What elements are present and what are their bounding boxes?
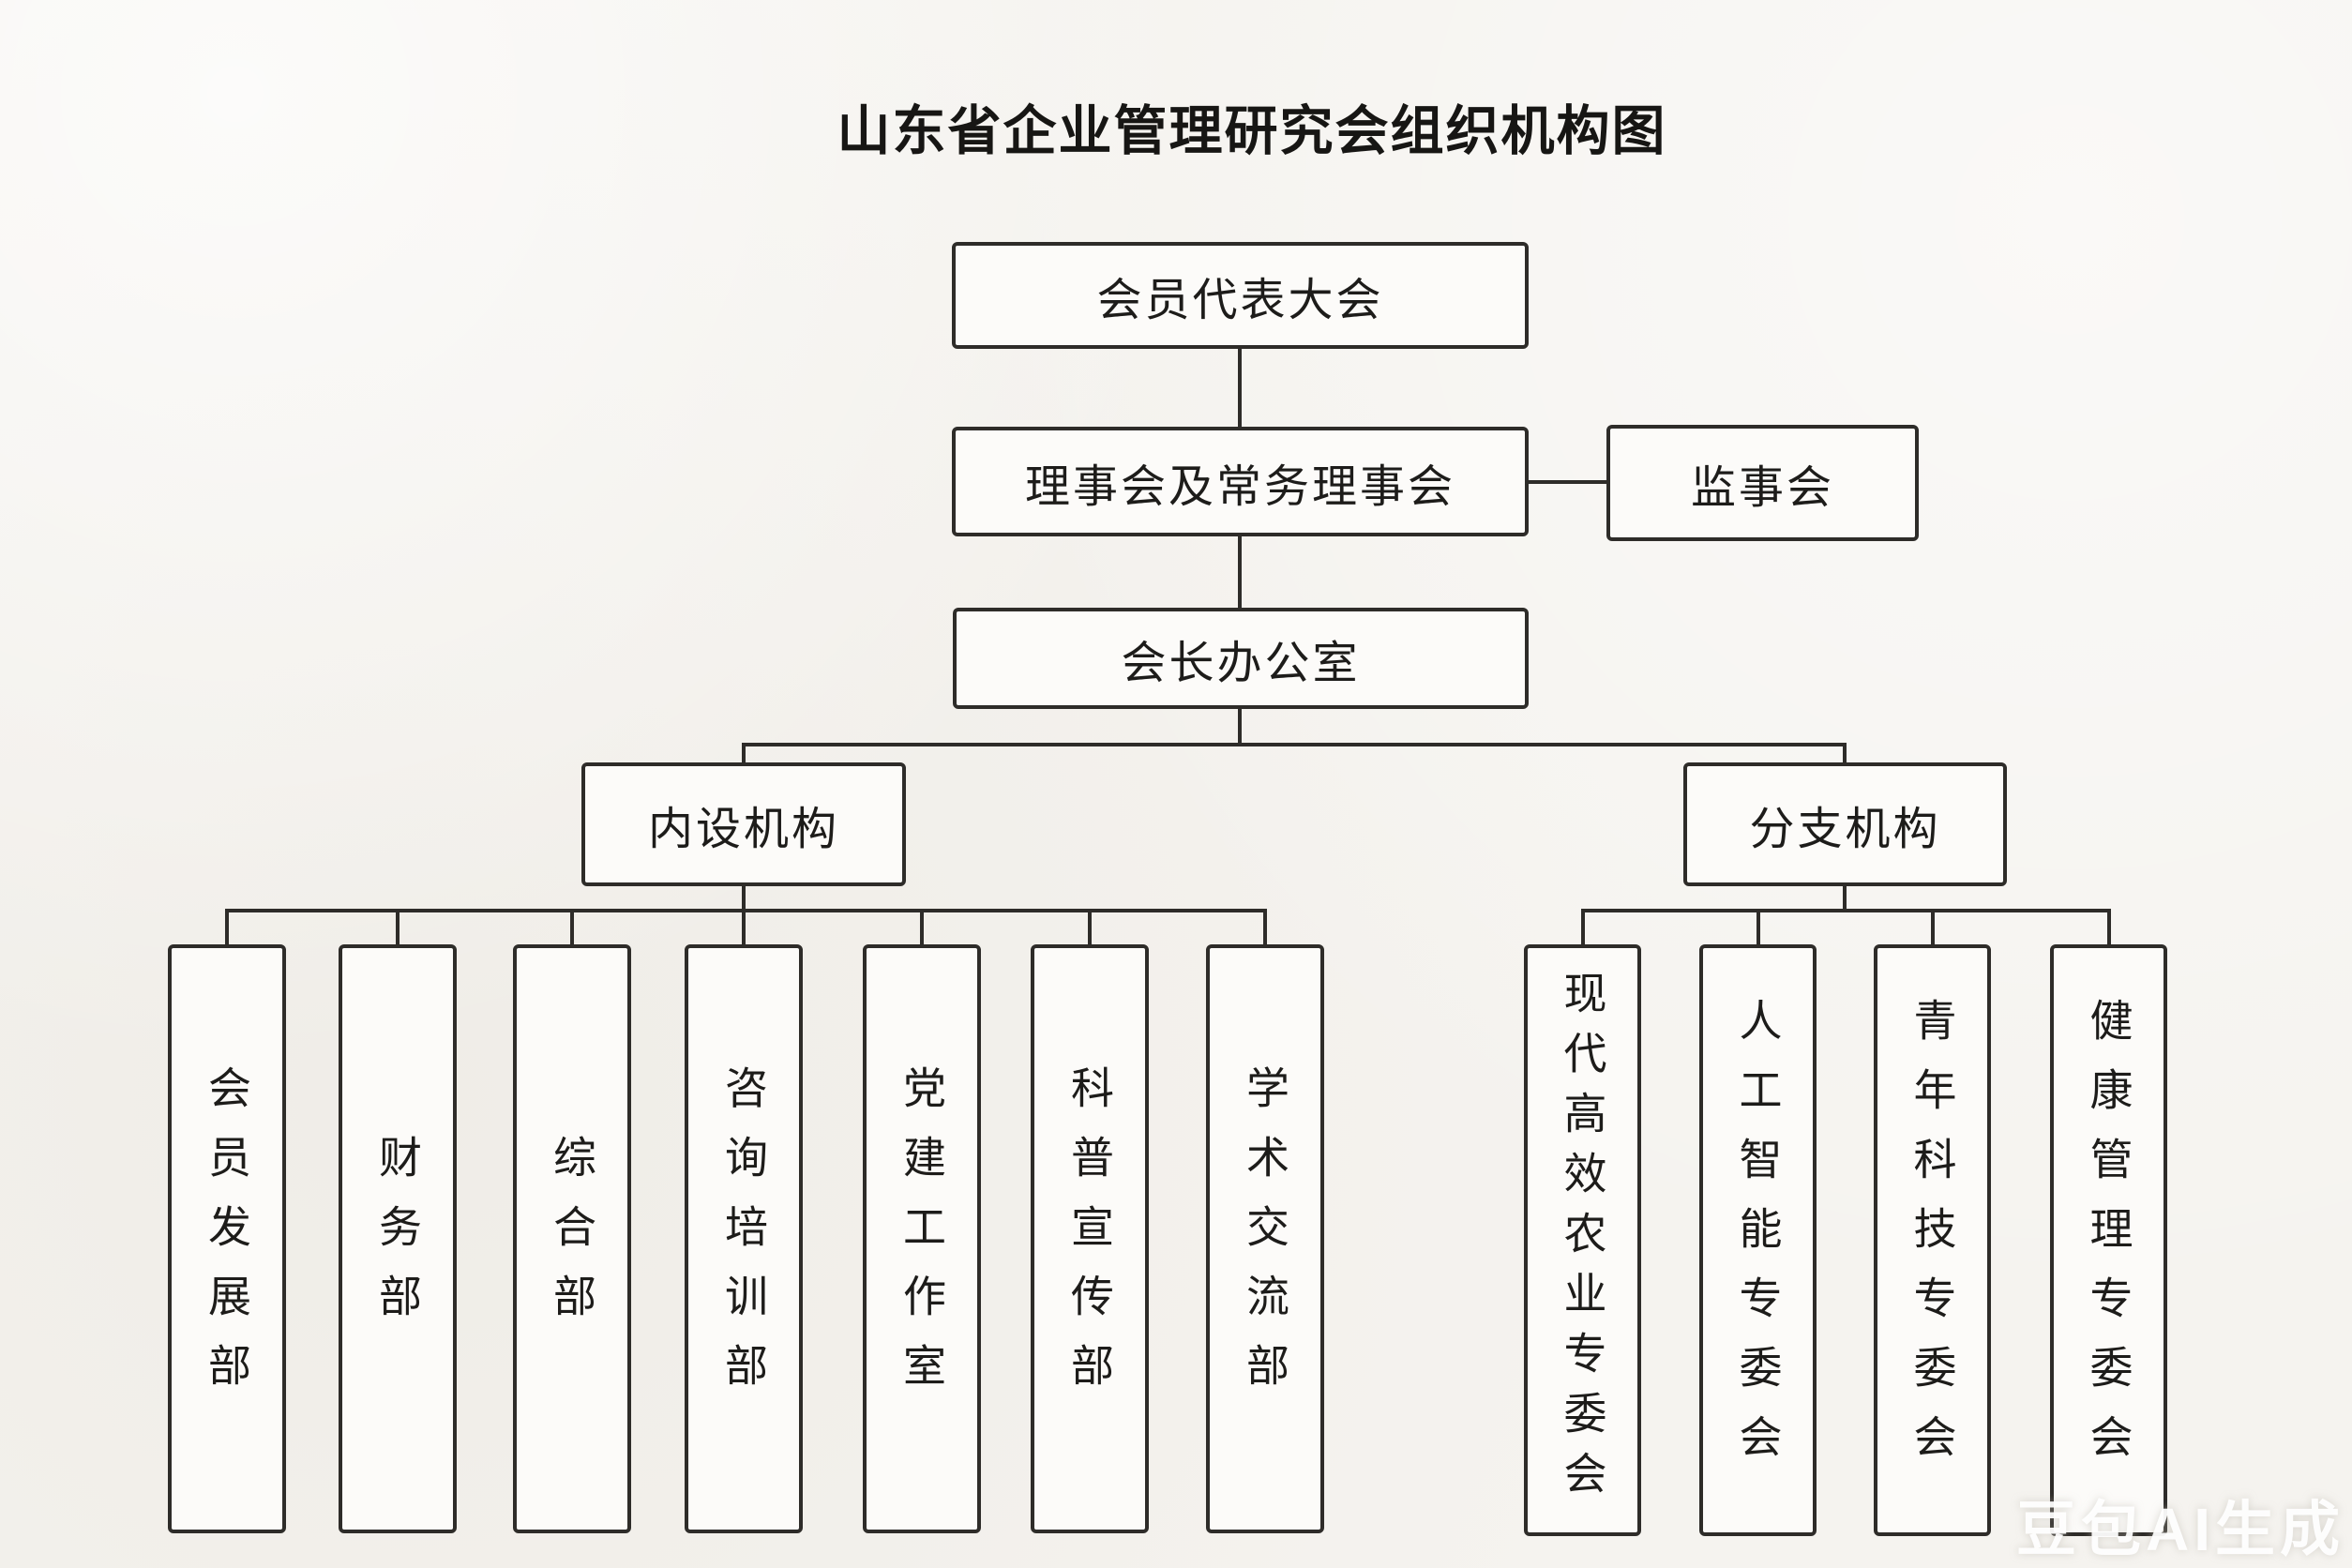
box-branch-orgs-label: 分支机构 bbox=[1749, 805, 1941, 854]
box-council-label: 理事会及常务理事会 bbox=[1024, 461, 1455, 512]
box-finance-dept: 财务部 bbox=[339, 944, 457, 1533]
page-title: 山东省企业管理研究会组织机构图 bbox=[837, 101, 1667, 161]
box-party-building-studio: 党建工作室 bbox=[863, 944, 981, 1533]
box-youth-tech-committee-label: 青年科技专委会 bbox=[1907, 997, 1957, 1484]
box-branch-orgs: 分支机构 bbox=[1683, 762, 2007, 886]
box-supervisory-board-label: 监事会 bbox=[1690, 463, 1834, 513]
box-supervisory-board: 监事会 bbox=[1606, 425, 1919, 541]
ai-generated-watermark: 豆包AI生成 bbox=[2016, 1496, 2344, 1563]
box-president-office-label: 会长办公室 bbox=[1121, 639, 1361, 688]
box-membership-development-dept-label: 会员发展部 bbox=[203, 1065, 251, 1412]
box-president-office: 会长办公室 bbox=[953, 608, 1529, 709]
box-finance-dept-label: 财务部 bbox=[373, 1135, 422, 1343]
box-general-affairs-dept: 综合部 bbox=[513, 944, 631, 1533]
box-consulting-training-dept-label: 咨询培训部 bbox=[719, 1065, 768, 1412]
box-internal-orgs-label: 内设机构 bbox=[647, 805, 839, 854]
box-modern-agriculture-committee: 现代高效农业专委会 bbox=[1524, 944, 1641, 1536]
box-consulting-training-dept: 咨询培训部 bbox=[685, 944, 803, 1533]
box-member-congress: 会员代表大会 bbox=[952, 242, 1529, 349]
box-general-affairs-dept-label: 综合部 bbox=[548, 1135, 596, 1343]
box-health-management-committee: 健康管理专委会 bbox=[2050, 944, 2167, 1536]
box-youth-tech-committee: 青年科技专委会 bbox=[1874, 944, 1991, 1536]
box-health-management-committee-label: 健康管理专委会 bbox=[2084, 997, 2133, 1484]
box-membership-development-dept: 会员发展部 bbox=[168, 944, 286, 1533]
box-party-building-studio-label: 党建工作室 bbox=[897, 1065, 946, 1412]
box-science-popularization-dept-label: 科普宣传部 bbox=[1065, 1065, 1114, 1412]
box-ai-committee-label: 人工智能专委会 bbox=[1733, 997, 1783, 1484]
box-ai-committee: 人工智能专委会 bbox=[1699, 944, 1817, 1536]
box-science-popularization-dept: 科普宣传部 bbox=[1031, 944, 1149, 1533]
box-modern-agriculture-committee-label: 现代高效农业专委会 bbox=[1558, 970, 1607, 1511]
box-council: 理事会及常务理事会 bbox=[952, 427, 1529, 536]
box-member-congress-label: 会员代表大会 bbox=[1096, 276, 1384, 325]
box-academic-exchange-dept: 学术交流部 bbox=[1206, 944, 1324, 1533]
box-internal-orgs: 内设机构 bbox=[581, 762, 906, 886]
box-academic-exchange-dept-label: 学术交流部 bbox=[1241, 1065, 1289, 1412]
